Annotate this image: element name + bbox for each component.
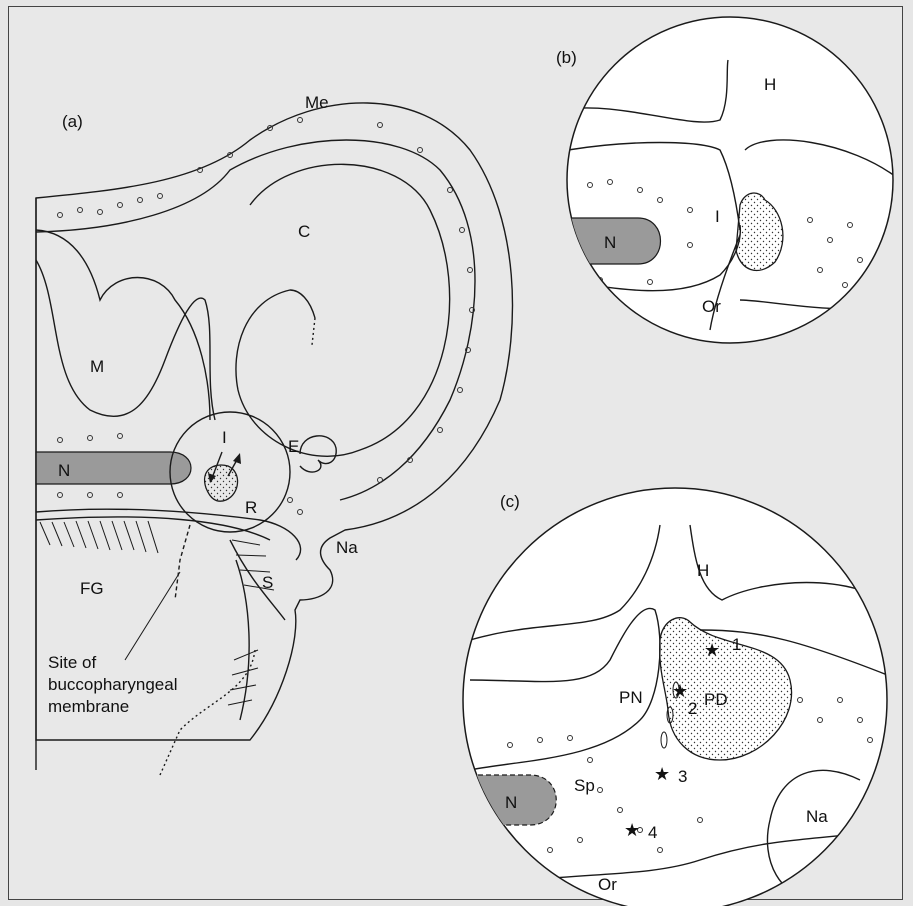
- panel-b-tag: (b): [556, 48, 577, 67]
- label-notochord-a: N: [58, 461, 70, 480]
- panel-a: (a) Me C M N I E R Na S FG Site of bucco…: [36, 93, 512, 775]
- label-hypothalamus-c: H: [697, 561, 709, 580]
- marker-3: 3: [678, 767, 687, 786]
- pharyngeal-arches: [36, 509, 301, 775]
- label-rathke: R: [245, 498, 257, 517]
- label-infundibulum-b: I: [715, 207, 720, 226]
- label-notochord-c: N: [505, 793, 517, 812]
- label-nasal-c: Na: [806, 807, 828, 826]
- panel-b: (b) H N I Or: [556, 17, 900, 343]
- label-hypothalamus-b: H: [764, 75, 776, 94]
- callout-line-3: membrane: [48, 697, 129, 716]
- marker-4: 4: [648, 823, 657, 842]
- label-infundibulum-a: I: [222, 428, 227, 447]
- label-cerebrum: C: [298, 222, 310, 241]
- label-eye: E: [288, 437, 299, 456]
- star-icon: ★: [624, 820, 640, 841]
- star-icon: ★: [704, 640, 720, 661]
- callout-line-1: Site of: [48, 653, 96, 672]
- callout-line-2: buccopharyngeal: [48, 675, 177, 694]
- label-stomodeum: S: [262, 573, 273, 592]
- label-meninges: Me: [305, 93, 329, 112]
- star-icon: ★: [654, 764, 670, 785]
- marker-1: 1: [732, 635, 741, 654]
- label-notochord-b: N: [604, 233, 616, 252]
- panel-c: (c) H PN PD N Sp Na Or ★ 1 ★ 2 ★ 3 ★ 4: [463, 488, 900, 906]
- mesencephalon-outline: [36, 260, 215, 420]
- mesenchyme-boundary: [36, 230, 210, 420]
- label-pars-nervosa: PN: [619, 688, 643, 707]
- label-foregut: FG: [80, 579, 104, 598]
- label-oral-b: Or: [702, 297, 721, 316]
- label-pars-distalis: PD: [704, 690, 728, 709]
- panel-c-tag: (c): [500, 492, 520, 511]
- rathke-pouch: [205, 465, 238, 501]
- label-mesencephalon: M: [90, 357, 104, 376]
- label-nasal-a: Na: [336, 538, 358, 557]
- panel-a-tag: (a): [62, 112, 83, 131]
- label-oral-c: Or: [598, 875, 617, 894]
- label-sphenoid: Sp: [574, 776, 595, 795]
- head-fold-outline: [36, 103, 512, 740]
- marker-2: 2: [688, 699, 697, 718]
- star-icon: ★: [672, 681, 688, 702]
- cerebral-vesicle: [236, 164, 450, 456]
